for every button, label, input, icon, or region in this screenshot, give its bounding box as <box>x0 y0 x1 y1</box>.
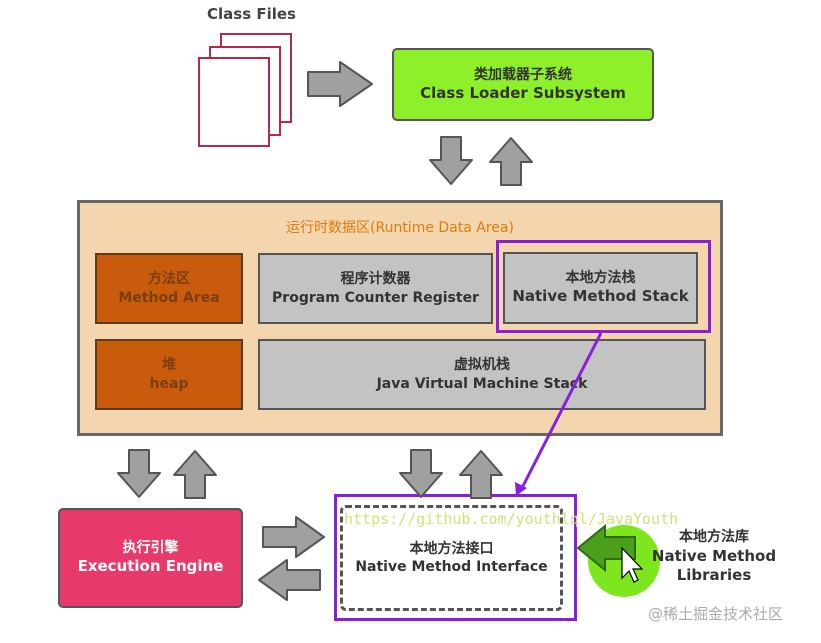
native-method-interface: 本地方法接口 Native Method Interface <box>340 505 563 611</box>
pc-register-en: Program Counter Register <box>272 289 479 306</box>
arrow-up-icon <box>459 450 503 499</box>
jvm-stack: 虚拟机栈 Java Virtual Machine Stack <box>258 339 706 410</box>
connector-arrowhead <box>515 482 527 496</box>
native-stack-highlight <box>496 240 711 333</box>
arrow-down-icon <box>429 136 473 185</box>
arrow-up-icon <box>173 450 217 499</box>
connector-line <box>520 332 603 489</box>
arrow-down-icon <box>399 449 443 498</box>
class-files-label: Class Files <box>207 5 296 23</box>
runtime-data-area-title: 运行时数据区(Runtime Data Area) <box>286 220 514 236</box>
native-libraries-en: Native Method Libraries <box>651 546 777 585</box>
native-method-stack: 本地方法栈 Native Method Stack <box>503 252 698 324</box>
native-stack-en: Native Method Stack <box>512 287 689 306</box>
native-interface-zh: 本地方法接口 <box>409 540 494 557</box>
execution-engine: 执行引擎 Execution Engine <box>58 508 243 608</box>
cursor-icon <box>621 546 644 583</box>
arrow-down-icon <box>117 449 161 498</box>
heap: 堆 heap <box>95 339 243 410</box>
watermark-url: https://github.com/youthlql/JavaYouth <box>344 510 679 528</box>
class-loader-en: Class Loader Subsystem <box>420 83 626 102</box>
program-counter-register: 程序计数器 Program Counter Register <box>258 253 493 324</box>
class-loader-zh: 类加载器子系统 <box>474 66 572 83</box>
method-area-zh: 方法区 <box>148 271 190 288</box>
method-area-en: Method Area <box>118 289 220 306</box>
method-area: 方法区 Method Area <box>95 253 243 324</box>
native-stack-zh: 本地方法栈 <box>565 270 636 287</box>
arrow-right-icon <box>262 516 325 558</box>
pc-register-zh: 程序计数器 <box>340 271 411 288</box>
jvm-stack-zh: 虚拟机栈 <box>454 357 510 374</box>
native-interface-en: Native Method Interface <box>355 559 548 575</box>
class-loader-subsystem: 类加载器子系统 Class Loader Subsystem <box>392 48 654 121</box>
native-method-libraries: 本地方法库 Native Method Libraries <box>646 524 782 590</box>
heap-en: heap <box>149 375 189 392</box>
watermark-site: @稀土掘金技术社区 <box>648 605 784 623</box>
arrow-left-icon <box>258 559 321 601</box>
heap-zh: 堆 <box>162 357 176 374</box>
arrow-up-icon <box>489 137 533 186</box>
native-interface-highlight <box>334 494 577 621</box>
jvm-stack-en: Java Virtual Machine Stack <box>376 375 588 392</box>
native-libraries-zh: 本地方法库 <box>679 529 749 546</box>
arrow-right-icon <box>307 61 373 107</box>
execution-engine-zh: 执行引擎 <box>122 540 179 557</box>
execution-engine-en: Execution Engine <box>77 557 224 576</box>
